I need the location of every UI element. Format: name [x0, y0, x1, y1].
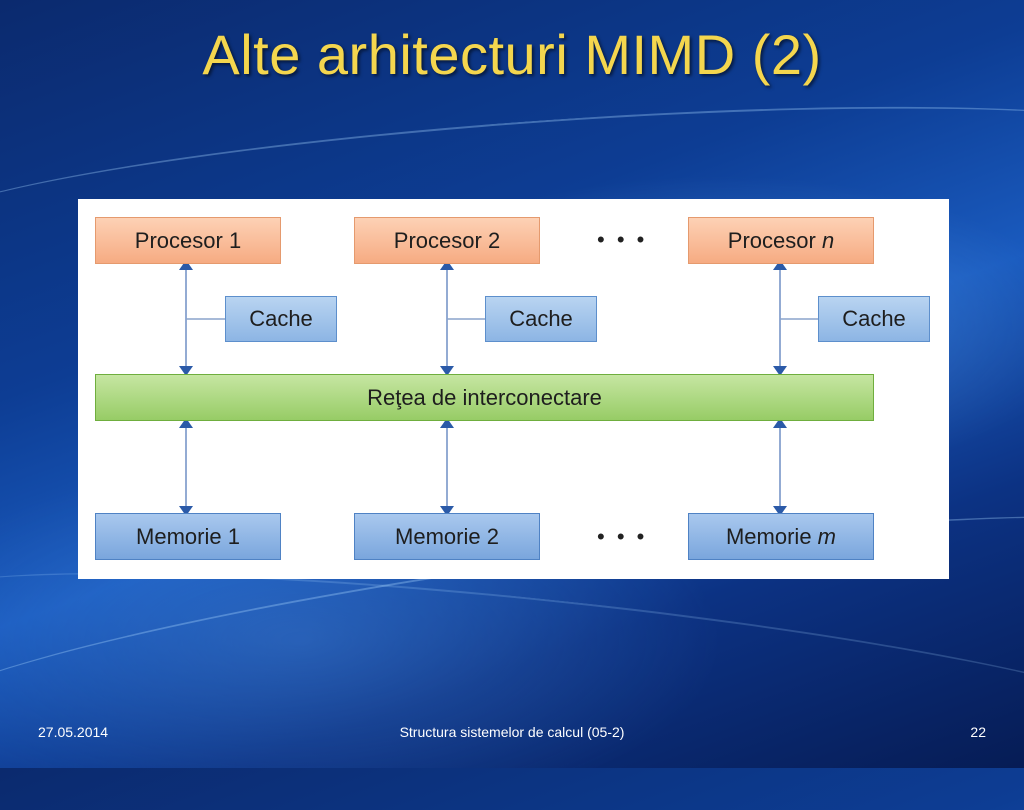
memory-m-index: m	[817, 523, 836, 549]
interconnect-network-label: Reţea de interconectare	[367, 384, 602, 410]
cache-1-label: Cache	[249, 306, 313, 331]
memory-2-label: Memorie 2	[395, 523, 499, 549]
memory-ellipsis: • • •	[597, 524, 648, 549]
cache-1-box: Cache	[225, 296, 337, 342]
footer-date: 27.05.2014	[38, 724, 109, 740]
processor-1-box: Procesor 1	[95, 217, 281, 264]
processor-n-label: Procesor	[727, 227, 822, 253]
memory-m-label: Memorie	[725, 523, 818, 549]
memory-m-box: Memorie m	[688, 513, 874, 560]
processor-n-box: Procesor n	[688, 217, 874, 264]
cache-n-label: Cache	[842, 306, 906, 331]
memory-2-box: Memorie 2	[354, 513, 540, 560]
cache-2-box: Cache	[485, 296, 597, 342]
footer-title: Structura sistemelor de calcul (05-2)	[399, 724, 625, 740]
interconnect-network-box: Reţea de interconectare	[95, 374, 874, 421]
mimd-diagram: Procesor 1 Procesor 2 • • • Procesor n C…	[78, 199, 949, 579]
connector-lines	[179, 260, 818, 516]
slide-number: 22	[970, 724, 986, 740]
processor-ellipsis: • • •	[597, 227, 648, 252]
processor-n-index: n	[821, 227, 835, 253]
slide-title: Alte arhitecturi MIMD (2)	[202, 23, 822, 86]
processor-2-label: Procesor 2	[393, 227, 501, 253]
processor-2-box: Procesor 2	[354, 217, 540, 264]
processor-1-label: Procesor 1	[134, 227, 242, 253]
memory-1-box: Memorie 1	[95, 513, 281, 560]
memory-1-label: Memorie 1	[136, 523, 240, 549]
cache-n-box: Cache	[818, 296, 930, 342]
cache-2-label: Cache	[509, 306, 573, 331]
